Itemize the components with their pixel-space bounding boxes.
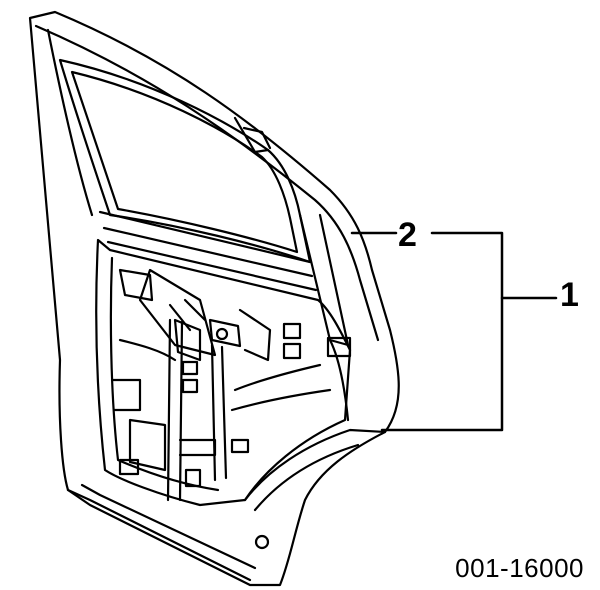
callout-1: 1	[560, 276, 579, 314]
door-outer-shell	[28, 10, 400, 587]
leader-bracket	[380, 231, 504, 432]
door-frame-edge	[34, 24, 380, 342]
figure-code: 001-16000	[455, 553, 584, 583]
inner-panel	[95, 238, 352, 507]
bottom-sill	[66, 488, 252, 582]
window-regulator	[138, 268, 217, 357]
drain-hole	[254, 534, 270, 550]
latch-bracket	[326, 336, 352, 358]
guide-rail-left	[166, 318, 184, 502]
wheel-arch	[243, 428, 387, 502]
window-glass-channel	[233, 116, 270, 154]
callout-2: 2	[398, 216, 417, 254]
window-lower-rail	[98, 210, 312, 264]
guide-rail-right	[210, 343, 228, 482]
rear-pillar	[298, 213, 350, 347]
